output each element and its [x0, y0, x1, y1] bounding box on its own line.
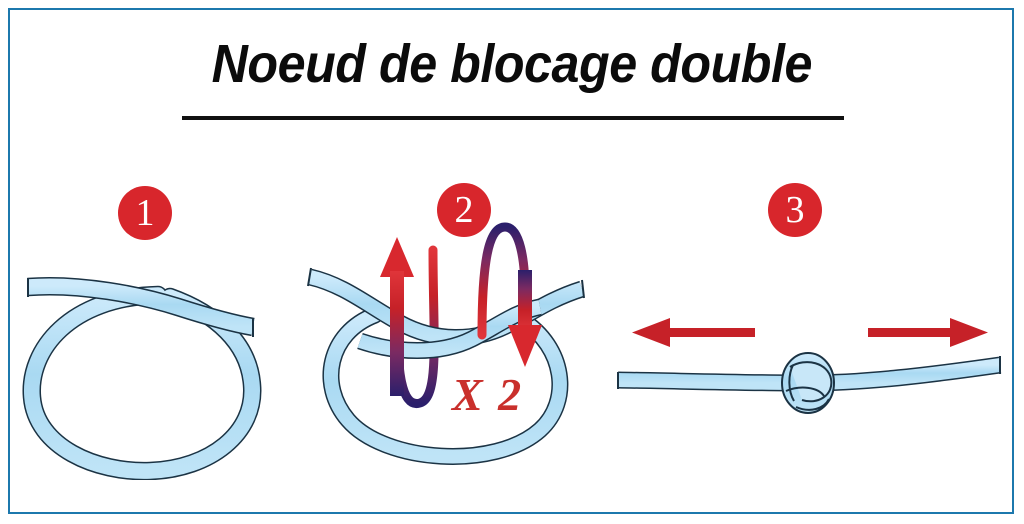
arrow-pull-left — [632, 318, 755, 347]
page-title: Noeud de blocage double — [211, 34, 813, 94]
step-badge-2: 2 — [437, 183, 491, 237]
title-underline-rule — [182, 116, 844, 120]
arrow-up-head — [380, 237, 414, 396]
rope-loop-fill — [24, 287, 260, 479]
tightened-knot — [781, 352, 835, 414]
arrow-pull-right — [868, 318, 988, 347]
step-3-illustration — [617, 318, 1002, 414]
rope2-end-right-cap — [581, 279, 585, 299]
step-badge-3: 3 — [768, 183, 822, 237]
repeat-twice-label: X 2 — [452, 369, 524, 420]
rope-loop2-fill — [323, 308, 567, 464]
rope2-end-left-cap — [307, 267, 312, 287]
page-title-block: Noeud de blocage double — [0, 36, 1024, 93]
step-2-illustration — [307, 222, 585, 465]
step-badge-1: 1 — [118, 186, 172, 240]
rope-tail-left-fill — [27, 278, 255, 335]
step-1-illustration — [22, 276, 262, 480]
arrow-down-through-loop — [477, 222, 542, 367]
